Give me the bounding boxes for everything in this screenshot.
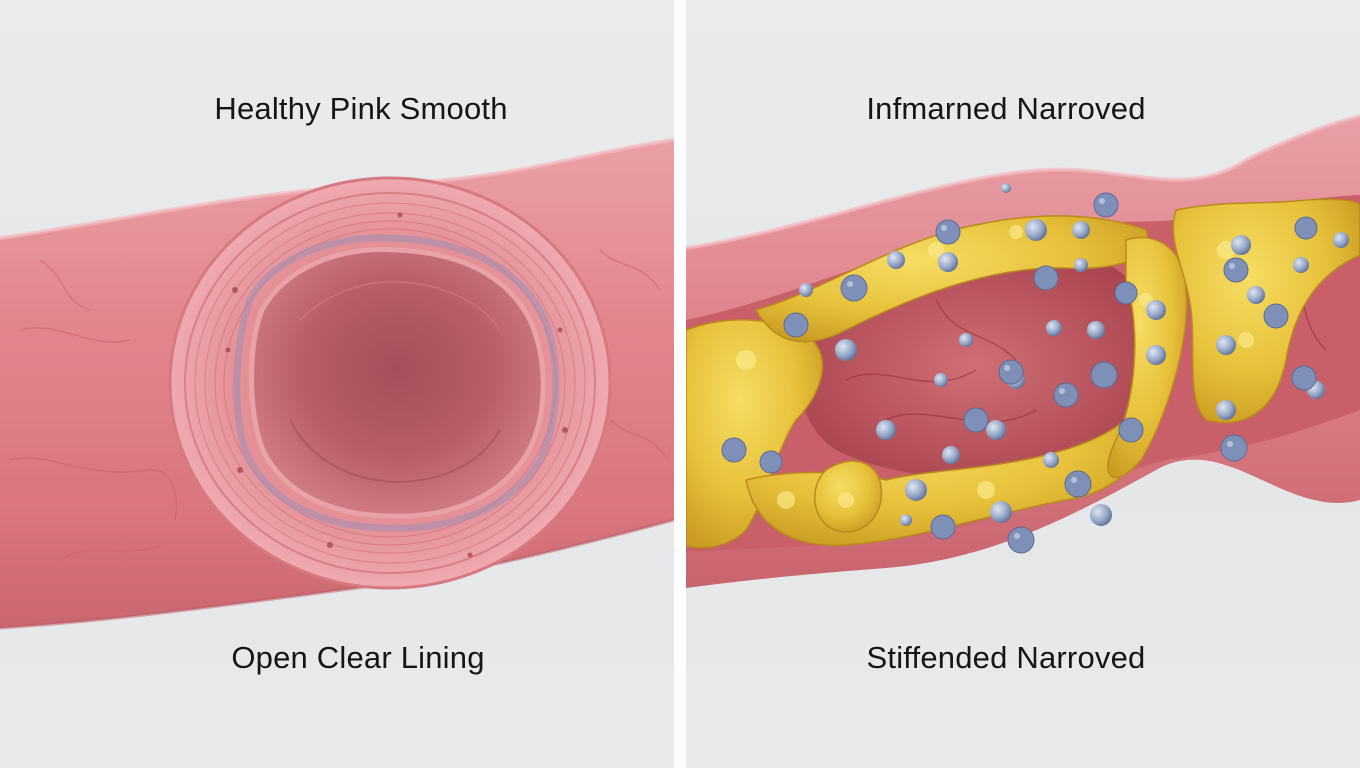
inflamed-top-caption: Infmarned Narroved (866, 91, 1146, 126)
inflamed-artery-panel: Infmarned Narroved Stiffended Narroved (686, 0, 1360, 768)
healthy-top-caption: Healthy Pink Smooth (214, 91, 508, 126)
healthy-bottom-caption: Open Clear Lining (231, 640, 485, 675)
inflamed-artery-illustration (686, 114, 1360, 588)
open-lumen (249, 247, 546, 519)
healthy-artery-illustration (0, 138, 674, 630)
inflamed-bottom-caption: Stiffended Narroved (866, 640, 1146, 675)
immune-cells (799, 183, 1349, 526)
panel-divider (674, 0, 686, 768)
healthy-artery-panel: Healthy Pink Smooth Open Clear Lining (0, 0, 674, 768)
